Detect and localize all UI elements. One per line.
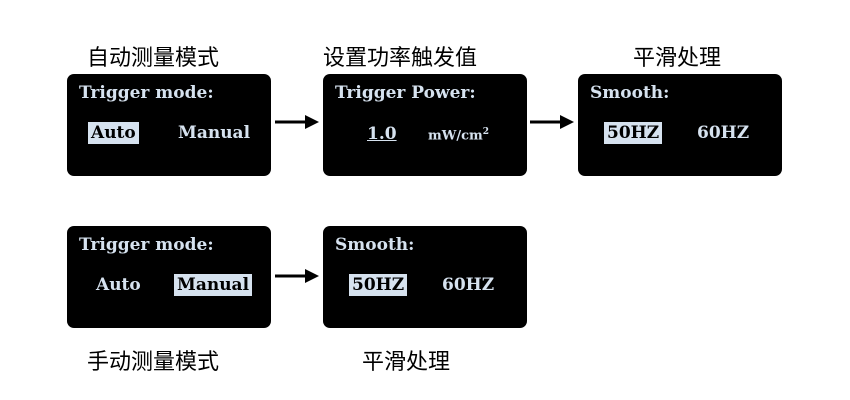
option-auto[interactable]: Auto bbox=[96, 275, 141, 295]
right-arrow-icon bbox=[275, 115, 319, 129]
option-manual[interactable]: Manual bbox=[174, 274, 253, 296]
caption-auto-mode: 自动测量模式 bbox=[87, 46, 220, 71]
screen-smooth-bottom: Smooth: 50HZ 60HZ bbox=[323, 226, 527, 328]
trigger-power-value[interactable]: 1.0 bbox=[367, 124, 397, 144]
screen-title: Smooth: bbox=[335, 235, 415, 255]
option-60hz[interactable]: 60HZ bbox=[697, 123, 750, 143]
caption-smooth-top: 平滑处理 bbox=[633, 46, 722, 71]
option-50hz[interactable]: 50HZ bbox=[604, 122, 663, 144]
unit-text: mW/cm bbox=[428, 128, 483, 144]
right-arrow-icon bbox=[275, 269, 319, 283]
screen-smooth-top: Smooth: 50HZ 60HZ bbox=[578, 74, 782, 176]
right-arrow-icon bbox=[530, 115, 574, 129]
caption-smooth-bottom: 平滑处理 bbox=[362, 350, 451, 375]
option-60hz[interactable]: 60HZ bbox=[442, 275, 495, 295]
screen-title: Trigger mode: bbox=[79, 83, 214, 103]
trigger-power-unit: mW/cm2 bbox=[428, 127, 489, 143]
screen-title: Trigger mode: bbox=[79, 235, 214, 255]
option-auto[interactable]: Auto bbox=[88, 122, 139, 144]
screen-trigger-power: Trigger Power: 1.0 mW/cm2 bbox=[323, 74, 527, 176]
screen-trigger-mode-manual: Trigger mode: Auto Manual bbox=[67, 226, 271, 328]
unit-superscript: 2 bbox=[482, 127, 490, 137]
screen-title: Smooth: bbox=[590, 83, 670, 103]
option-manual[interactable]: Manual bbox=[178, 123, 251, 143]
screen-trigger-mode-auto: Trigger mode: Auto Manual bbox=[67, 74, 271, 176]
screen-title: Trigger Power: bbox=[335, 83, 476, 103]
option-50hz[interactable]: 50HZ bbox=[349, 274, 408, 296]
caption-manual-mode: 手动测量模式 bbox=[87, 350, 220, 375]
caption-set-power: 设置功率触发值 bbox=[323, 46, 478, 71]
